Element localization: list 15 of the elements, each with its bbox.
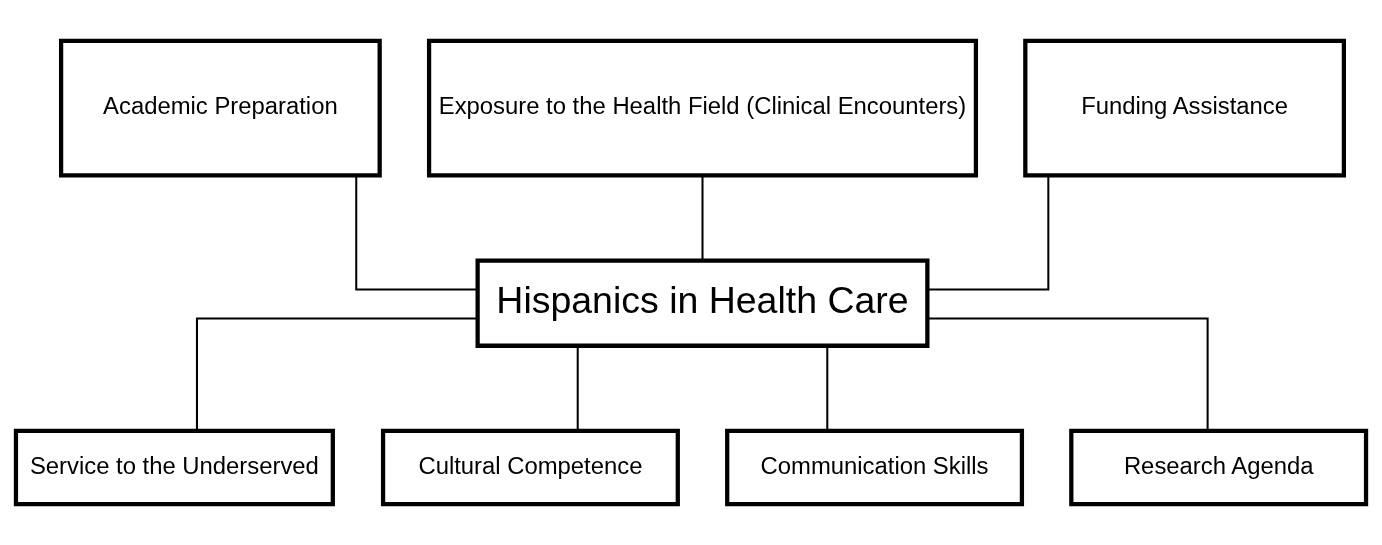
node-box: Hispanics in Health Care <box>475 258 930 348</box>
node-box: Funding Assistance <box>1023 38 1347 178</box>
connector <box>701 175 704 260</box>
connector <box>355 175 478 291</box>
node-box: Service to the Underserved <box>13 428 335 507</box>
node-box: Communication Skills <box>725 428 1025 507</box>
node-box: Cultural Competence <box>380 428 680 507</box>
connector <box>195 317 478 431</box>
node-box: Academic Preparation <box>58 38 382 178</box>
node-box: Research Agenda <box>1069 428 1369 507</box>
connector <box>826 345 829 431</box>
connector <box>927 175 1050 291</box>
connector <box>576 345 579 431</box>
node-box: Exposure to the Health Field (Clinical Encounters) <box>426 38 979 178</box>
connector <box>927 317 1209 431</box>
